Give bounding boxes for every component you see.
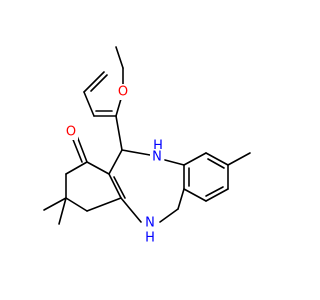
bond-benzo-2 xyxy=(205,152,229,166)
nh-bottom-h-label: H xyxy=(145,231,155,246)
nh-top-h-label: H xyxy=(153,139,163,154)
bond-c1-o-double xyxy=(71,136,83,163)
bond-benzo-methyl xyxy=(227,152,251,166)
bond-benzo-4 xyxy=(205,188,229,202)
bond-furan-c4-c5 xyxy=(83,71,105,93)
bonds xyxy=(43,46,251,225)
bond-c11-nh-top xyxy=(121,149,151,156)
bond-furan-c11 xyxy=(115,115,123,151)
structure-drawing: O O H N N H xyxy=(43,46,251,246)
ketone-oxygen-label: O xyxy=(66,125,76,140)
bond-c11-c11a xyxy=(108,149,123,175)
nh-bottom-n-label: N xyxy=(145,216,155,231)
bond-nh-top-aryl xyxy=(164,159,185,166)
bond-benzo-2-double xyxy=(207,158,225,169)
bond-furan-c4-c5-double xyxy=(90,74,108,92)
nh-top-n-label: N xyxy=(152,150,162,165)
bond-nh-bottom-aryl xyxy=(159,208,179,223)
bond-c11a-c4a-double xyxy=(113,176,126,199)
bond-benzo-4-double xyxy=(205,186,224,197)
bond-c1-c2 xyxy=(65,161,88,175)
bond-c4a-nh-bottom xyxy=(120,197,142,223)
bond-gem-methyl-2 xyxy=(58,197,67,225)
bond-c3-c4 xyxy=(65,197,88,212)
furan-oxygen-label: O xyxy=(118,85,128,100)
bond-gem-methyl-1 xyxy=(43,197,67,211)
bond-benzo-1 xyxy=(183,152,207,166)
bond-furan-c3-c4 xyxy=(83,91,95,117)
bond-c4-c4a xyxy=(86,197,122,212)
bond-benzo-aryl-nh xyxy=(177,188,185,210)
bond-c1-o xyxy=(76,135,88,163)
bond-c11a-c1 xyxy=(86,161,110,175)
bond-furan-methyl xyxy=(115,46,124,69)
bond-c11a-c4a xyxy=(108,173,122,199)
bond-benzo-5 xyxy=(183,188,207,202)
molecule-canvas: O O H N N H xyxy=(43,46,251,246)
atom-labels: O O H N N H xyxy=(64,84,164,246)
